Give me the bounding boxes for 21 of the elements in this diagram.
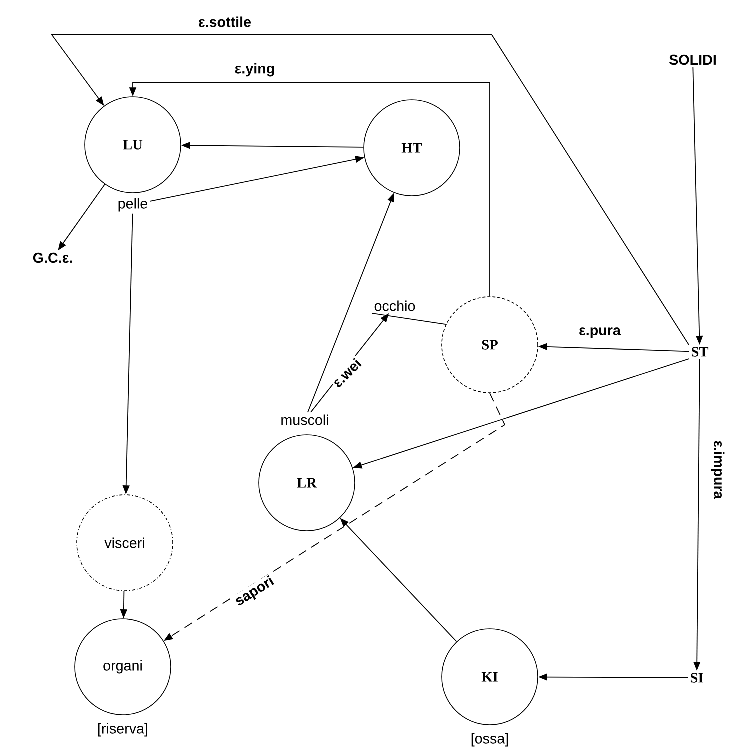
circle-node: LR (258, 434, 356, 532)
circle-node: visceri (76, 494, 174, 592)
text-label: muscoli (282, 414, 328, 426)
circle-node: LU (84, 96, 182, 194)
circle-node: KI (442, 628, 538, 726)
bracket-note: [ossa] (472, 733, 508, 747)
text-label: ST (692, 347, 709, 357)
edge-label: ε.sottile (197, 16, 253, 28)
text-label: SI (690, 673, 704, 683)
circle-node: HT (364, 100, 460, 196)
circle-node: SP (442, 296, 538, 394)
edge-label: ε.ying (234, 62, 276, 78)
bracket-note: [riserva] (98, 723, 148, 737)
arrow (51, 34, 690, 346)
text-label: SOLIDI (670, 54, 716, 66)
edge-label: ε.impura (710, 440, 726, 500)
text-label: occhio (374, 300, 416, 312)
text-label: G.C.ε. (33, 252, 72, 264)
circle-node: organi (74, 618, 172, 716)
edge-label: ε.pura (578, 326, 622, 340)
text-label: pelle (118, 198, 148, 212)
